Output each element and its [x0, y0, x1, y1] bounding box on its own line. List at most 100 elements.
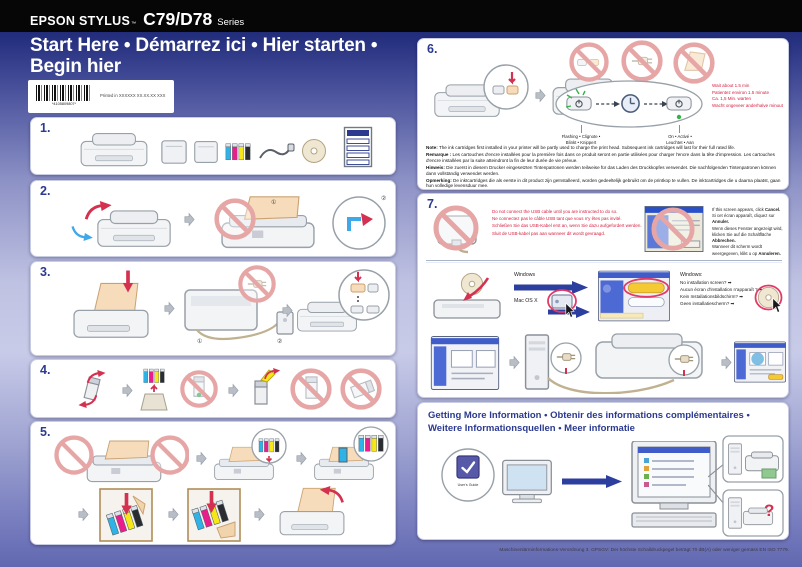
- prohibition-icon: [650, 206, 696, 252]
- on-label: On • Activé • Leuchtet • Aan: [666, 134, 694, 145]
- users-guide-callout-illustration: [441, 448, 495, 502]
- cancel-line-fr: Si cet écran apparaît, cliquez sur Annul…: [712, 213, 775, 225]
- flashing-label: Flashing • Clignote • Blinkt • Knippert: [561, 134, 601, 145]
- header-bar: EPSON STYLUS ™ C79/D78 Series: [0, 0, 802, 32]
- barcode-number: *4105809807*: [51, 102, 77, 106]
- step-mark-2: ②: [381, 196, 387, 202]
- wait-time-note: Wait about 1.5 min Patientez environ 1.5…: [712, 83, 783, 108]
- step-3-panel: 3. ① ②: [30, 261, 396, 356]
- prohibition-tape-icon: [289, 367, 333, 411]
- poster-title: Start Here • Démarrez ici • Hier starten…: [30, 35, 378, 78]
- prohibition-unplug-icon: [237, 264, 277, 304]
- red-arrow-icon: [319, 486, 345, 504]
- step-5-number: 5.: [40, 425, 51, 439]
- press-cartridge-frame-2: [187, 488, 241, 542]
- printer-illustration: [93, 207, 175, 251]
- printing-example-frame: [722, 435, 784, 483]
- cancel-line-en: If this screen appears, click Cancel.: [712, 207, 781, 212]
- step-7-number: 7.: [427, 197, 438, 211]
- more-info-panel: Getting More Information • Obtenir des i…: [417, 402, 789, 540]
- usb-warning-text: Do not connect the USB cable until you a…: [492, 209, 642, 236]
- note-nl: Opmerking: De inktcartridges die als eer…: [426, 177, 781, 189]
- ink-button-callout-illustration: [338, 269, 390, 321]
- next-arrow-icon: [167, 506, 180, 523]
- step-mark-2: ②: [277, 339, 283, 345]
- step-1-panel: 1.: [30, 117, 396, 175]
- flashing-leader-line: [581, 125, 582, 133]
- red-arrow-icon: [123, 271, 134, 293]
- next-arrow-icon: [183, 211, 196, 228]
- open-cover-warning-illustration: [53, 432, 189, 483]
- step-6-number: 6.: [427, 42, 438, 56]
- blue-arrow-icon: [69, 225, 95, 241]
- prohibition-press-buttons-icon: [568, 41, 610, 83]
- paper-support-part-illustration: [159, 138, 189, 166]
- windows-label: Windows: [514, 272, 536, 278]
- paper-support-illustration: [69, 278, 153, 346]
- next-arrow-icon: [281, 302, 294, 319]
- prohibition-open-cover-icon: [672, 41, 716, 85]
- next-arrow-icon: [720, 354, 733, 371]
- series-label: Series: [217, 17, 245, 28]
- cancel-line-de: Wenn dieses Fenster angezeigt wird, klic…: [712, 225, 783, 244]
- step-3-number: 3.: [40, 265, 51, 279]
- section-divider: [426, 260, 782, 263]
- more-info-title-line1: Getting More Information • Obtenir des i…: [428, 410, 750, 421]
- software-cd-illustration: [301, 138, 327, 164]
- ink-usage-note: Note: The ink cartridges first installed…: [426, 145, 782, 191]
- prohibition-tilt-icon: [339, 367, 383, 411]
- next-arrow-icon: [295, 450, 308, 467]
- onscreen-guide-illustration: [631, 441, 717, 528]
- step-mark-1: ①: [271, 200, 277, 206]
- barcode: [36, 85, 92, 101]
- barcode-panel: *4105809807* Printed in XXXXXX XX.XX.XX …: [28, 80, 174, 113]
- brand-name: EPSON STYLUS: [30, 14, 131, 28]
- step-7-panel: 7. Do not connect the USB cable until yo…: [417, 193, 789, 398]
- prohibition-usb-icon: [430, 204, 482, 254]
- press-cartridge-frame-1: [99, 488, 153, 542]
- manual-booklet-illustration: [343, 126, 373, 168]
- note-en: Note: The ink cartridges first installed…: [426, 145, 736, 150]
- prohibition-icon: [213, 197, 257, 241]
- trademark-symbol: ™: [131, 21, 137, 27]
- cancel-instruction-text: If this screen appears, click Cancel. Si…: [712, 207, 786, 257]
- noise-regulation-note: Maschinenlärminformations-Verordnung 3. …: [499, 548, 789, 553]
- remove-tape-illustration: [254, 368, 281, 405]
- step-5-panel: 5.: [30, 421, 396, 545]
- press-ink-button-callout-illustration: [483, 64, 529, 110]
- question-mark: ?: [764, 501, 775, 520]
- mac-os-label: Mac OS X: [514, 298, 538, 304]
- step-mark-1: ①: [197, 339, 203, 345]
- mac-disk-icon: [547, 289, 577, 318]
- step-2-number: 2.: [40, 184, 51, 198]
- poster-title-line1: Start Here • Démarrez ici • Hier starten…: [30, 35, 378, 56]
- cd-double-click-icon: [754, 284, 783, 313]
- install-progress-screen-illustration: [734, 334, 786, 390]
- cartridge-bay-callout-illustration: [214, 428, 287, 481]
- step-1-number: 1.: [40, 121, 51, 135]
- lock-lever-callout-illustration: [332, 196, 386, 250]
- step-6-panel: 6.: [417, 38, 789, 190]
- note-fr: Remarque : Les cartouches d'encre instal…: [426, 152, 775, 163]
- power-cord-illustration: [259, 143, 295, 159]
- next-arrow-icon: [508, 354, 521, 371]
- connect-screen-illustration: [430, 336, 500, 390]
- more-info-title-line2: Weitere Informationsquellen • Meer infor…: [428, 423, 635, 434]
- usb-connection-illustration: [524, 333, 703, 394]
- computer-monitor-illustration: [500, 459, 554, 505]
- next-arrow-icon: [227, 382, 240, 399]
- installer-screen-illustration: [598, 270, 670, 322]
- poster-title-line2: Begin hier: [30, 56, 121, 78]
- on-leader-line: [679, 125, 680, 133]
- step-4-number: 4.: [40, 363, 51, 377]
- connect-power-illustration: [184, 289, 294, 341]
- no-install-screen-text: Windows: No installation screen? ➡ Aucun…: [680, 272, 763, 307]
- ink-cartridge-pack-illustration: [225, 138, 251, 166]
- next-arrow-icon: [534, 87, 547, 104]
- printed-in-label: Printed in XXXXXX XX.XX.XX XXX: [100, 93, 166, 98]
- windows-arrow-icon: [514, 281, 588, 294]
- next-arrow-icon: [77, 506, 90, 523]
- shake-cartridge-illustration: [77, 370, 107, 408]
- users-guide-icon-label: User's Guide: [457, 483, 479, 487]
